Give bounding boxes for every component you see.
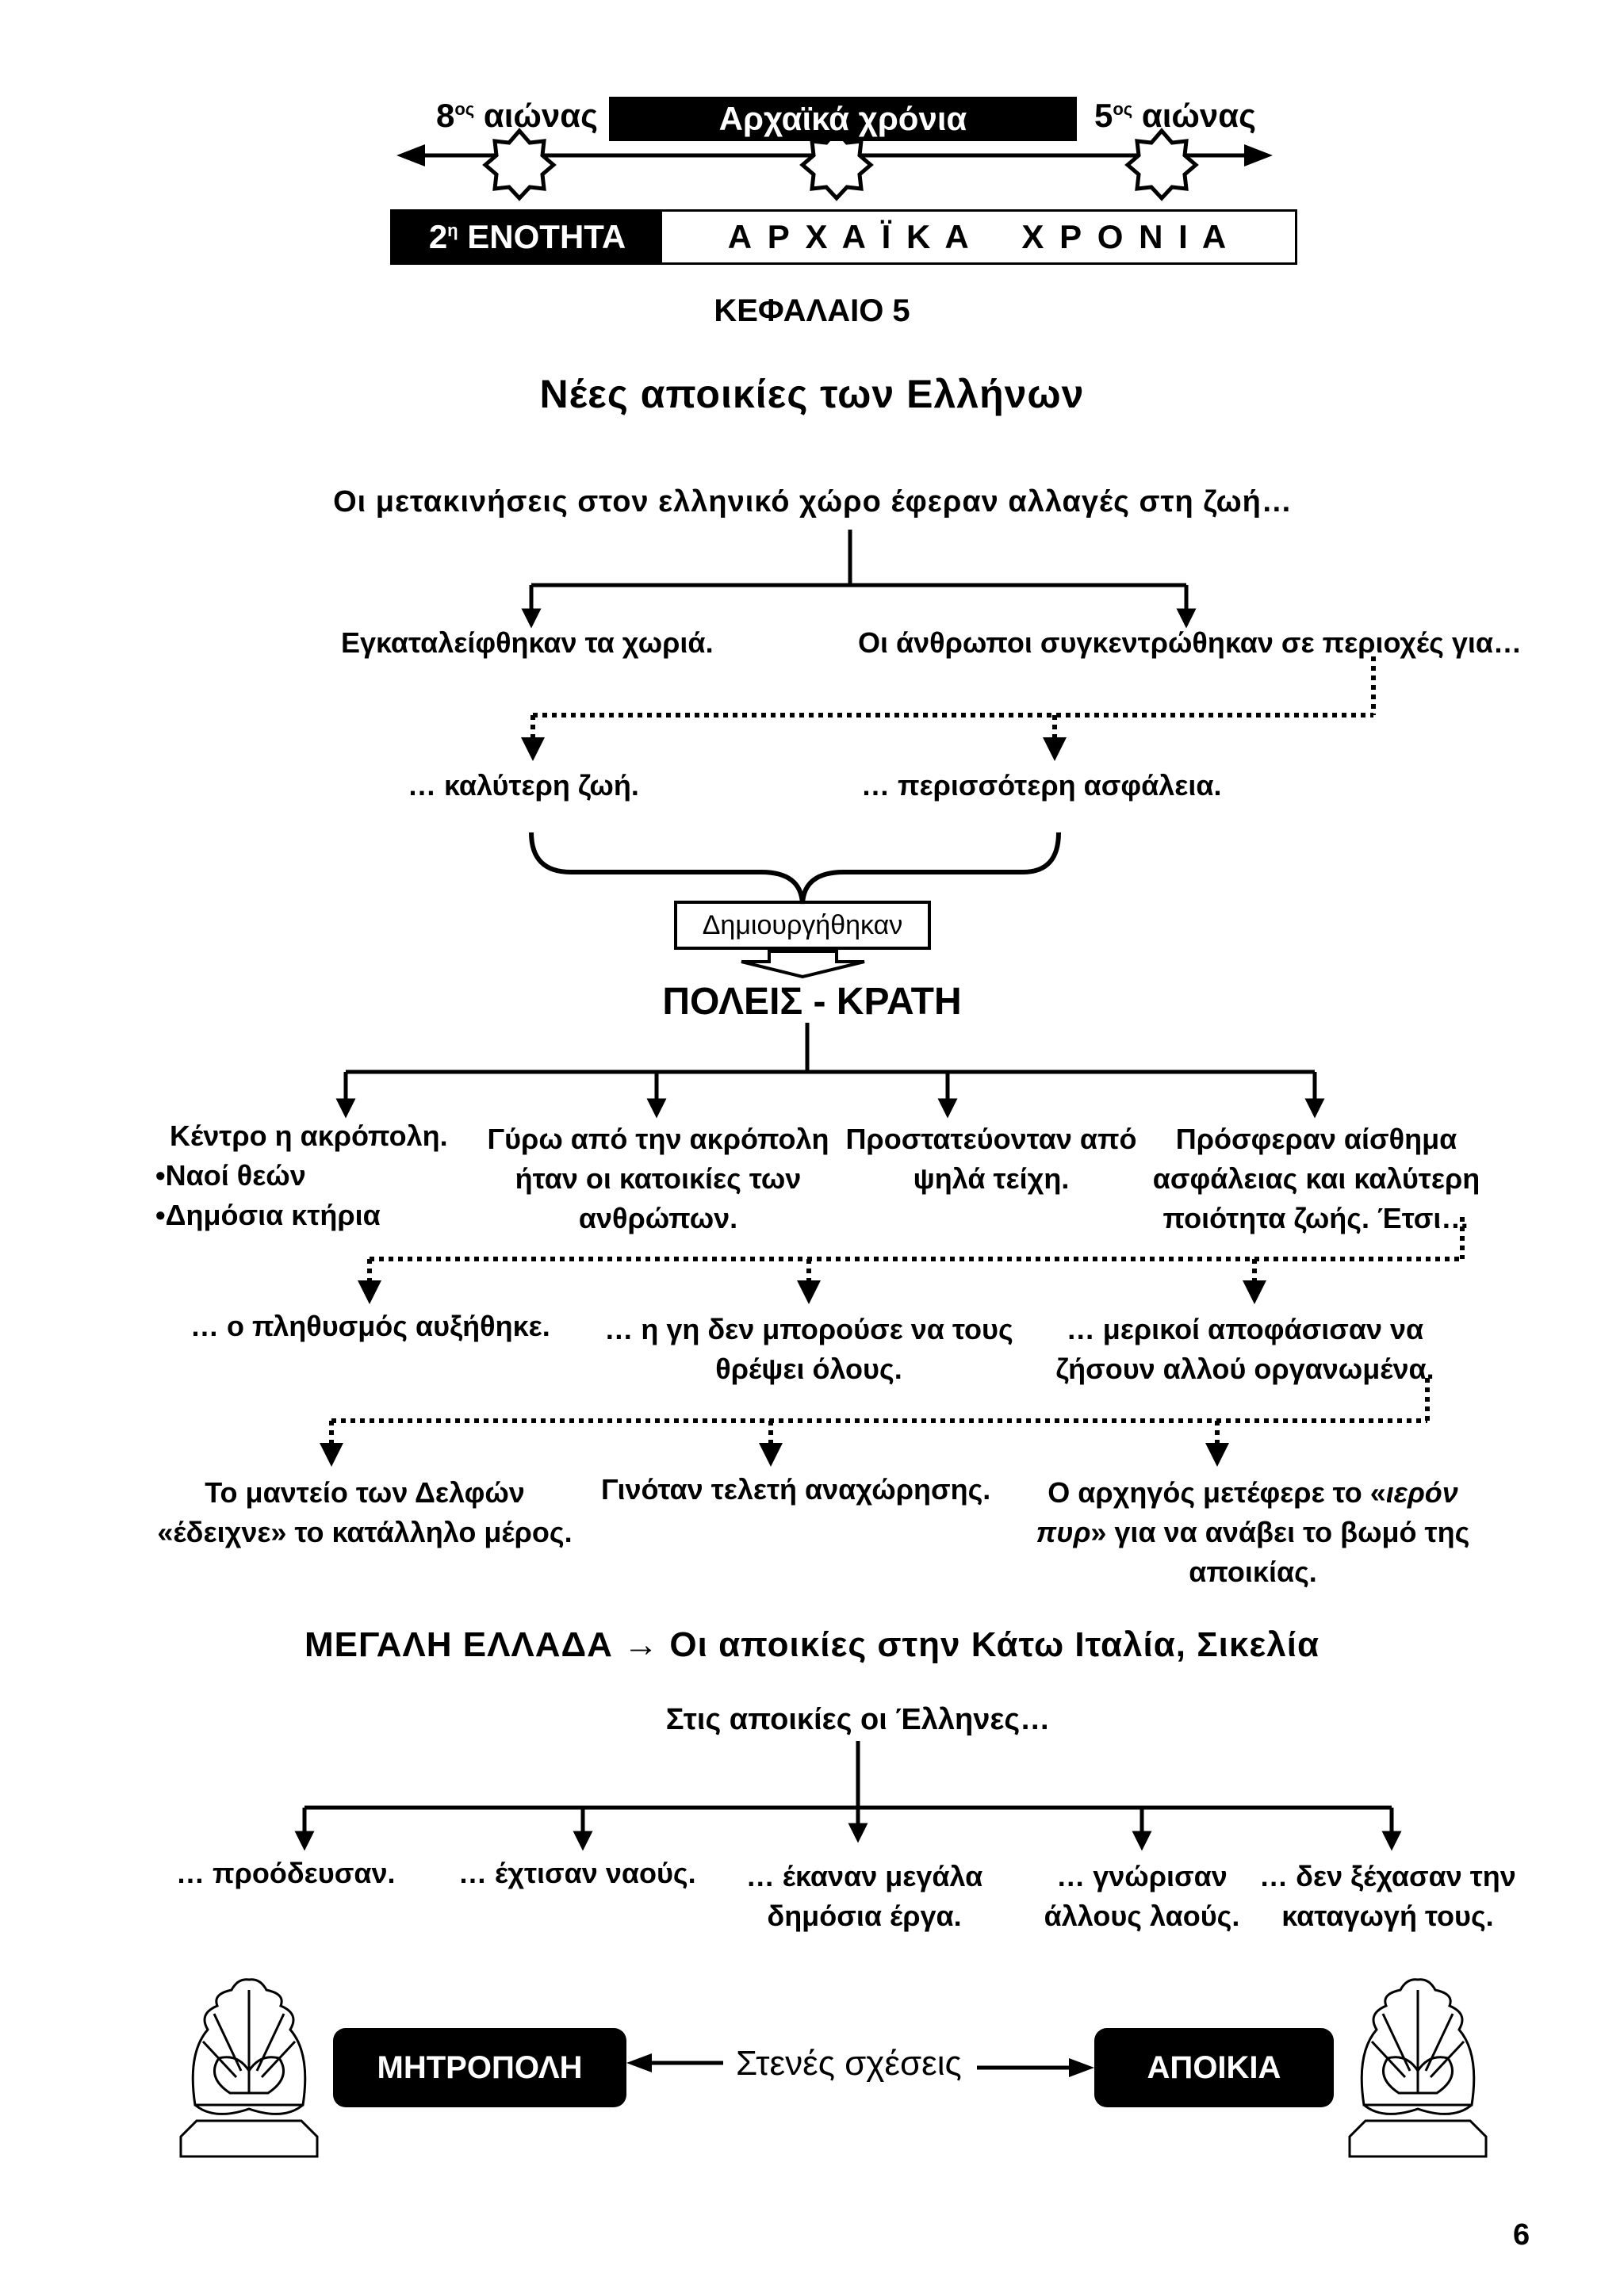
- step-3-text-b: » για να ανάβει το βωμό της: [1090, 1516, 1470, 1548]
- colonies-item-5-line-2: καταγωγή τους.: [1281, 1900, 1494, 1932]
- palmette-ornament-right: [1348, 1978, 1488, 2158]
- unit-num: 2: [428, 218, 448, 255]
- poleis-col1-bullet-2: •Δημόσια κτήρια: [155, 1199, 381, 1232]
- metropolis-box: ΜΗΤΡΟΠΟΛΗ: [333, 2028, 626, 2107]
- consequence-3: … μερικοί αποφάσισαν να ζήσουν αλλού οργ…: [1047, 1310, 1443, 1389]
- unit-label-box: 2η ΕΝΟΤΗΤΑ: [393, 212, 662, 262]
- step-3-text-a: Ο αρχηγός μετέφερε το «: [1048, 1476, 1386, 1509]
- poleis-connector: [335, 1023, 1325, 1119]
- bullet-dot: •: [155, 1159, 166, 1192]
- dotted-connector-3: [320, 1378, 1430, 1467]
- poleis-col1-bullet-1: •Ναοί θεών: [155, 1159, 306, 1192]
- colonies-item-4-line-2: άλλους λαούς.: [1044, 1900, 1240, 1932]
- step-1: Το μαντείο των Δελφών «έδειχνε» το κατάλ…: [151, 1473, 579, 1552]
- poleis-col2: Γύρω από την ακρόπολη ήταν οι κατοικίες …: [476, 1119, 841, 1238]
- intro-text: Οι μετακινήσεις στον ελληνικό χώρο έφερα…: [333, 485, 1293, 519]
- step-3-em-1: ιερόν: [1385, 1476, 1458, 1509]
- chapter-label: ΚΕΦΑΛΑΙΟ 5: [714, 293, 910, 328]
- timeline-star-left: [482, 128, 557, 201]
- timeline-left-label: 8ος αιώνας: [436, 97, 598, 135]
- poleis-col4: Πρόσφεραν αίσθημα ασφάλειας και καλύτερη…: [1134, 1119, 1499, 1238]
- colonies-item-2: … έχτισαν ναούς.: [458, 1857, 696, 1889]
- timeline-left-sup: ος: [454, 99, 475, 119]
- palmette-ornament-left: [179, 1978, 319, 2158]
- consequence-3-line-2: ζήσουν αλλού οργανωμένα.: [1055, 1353, 1434, 1385]
- page-title: Νέες αποικίες των Ελλήνων: [539, 372, 1085, 416]
- consequence-1: … ο πληθυσμός αυξήθηκε.: [190, 1310, 550, 1342]
- timeline-right-sup: ος: [1113, 99, 1133, 119]
- unit-title: Α Ρ Χ Α Ϊ Κ Α Χ Ρ Ο Ν Ι Α: [727, 218, 1230, 255]
- consequence-2: … η γη δεν μπορούσε να τους θρέψει όλους…: [595, 1310, 1023, 1389]
- metropolis-label: ΜΗΤΡΟΠΟΛΗ: [377, 2049, 583, 2085]
- colonies-item-1: … προόδευσαν.: [176, 1857, 396, 1889]
- megali-ellada-heading: ΜΕΓΑΛΗ ΕΛΛΑΔΑ → Οι αποικίες στην Κάτω Ιτ…: [304, 1625, 1320, 1664]
- step-1-line-1: Το μαντείο των Δελφών: [205, 1476, 525, 1509]
- step-2: Γινόταν τελετή αναχώρησης.: [601, 1473, 991, 1506]
- dotted-connector-1: [521, 656, 1376, 761]
- poleis-col2-line-3: ανθρώπων.: [578, 1202, 738, 1234]
- unit-word: ΕΝΟΤΗΤΑ: [467, 218, 626, 255]
- created-arrow: [741, 950, 865, 979]
- timeline-right-word: αιώνας: [1141, 97, 1256, 134]
- created-label: Δημιουργήθηκαν: [702, 910, 903, 940]
- step-1-line-2: «έδειχνε» το κατάλληλο μέρος.: [157, 1516, 573, 1548]
- timeline-left-word: αιώνας: [483, 97, 598, 134]
- poleis-col2-line-2: ήταν οι κατοικίες των: [515, 1162, 802, 1195]
- poleis-col4-line-1: Πρόσφεραν αίσθημα: [1175, 1123, 1457, 1155]
- page-number: 6: [1513, 2218, 1530, 2252]
- timeline-right-num: 5: [1094, 97, 1113, 134]
- branch1-left: Εγκαταλείφθηκαν τα χωριά.: [341, 626, 714, 659]
- timeline-star-right: [1124, 128, 1199, 201]
- poleis-col1-title: Κέντρο η ακρόπολη.: [170, 1119, 448, 1152]
- colonies-item-5: … δεν ξέχασαν την καταγωγή τους.: [1253, 1857, 1522, 1936]
- branch2-right: … περισσότερη ασφάλεια.: [861, 769, 1222, 802]
- timeline-star-center: [799, 128, 874, 201]
- poleis-col3: Προστατεύονταν από ψηλά τείχη.: [833, 1119, 1150, 1199]
- timeline-left-num: 8: [436, 97, 455, 134]
- consequence-2-line-1: … η γη δεν μπορούσε να τους: [604, 1313, 1013, 1345]
- intro-connector: [521, 530, 1197, 629]
- consequence-3-line-1: … μερικοί αποφάσισαν να: [1066, 1313, 1424, 1345]
- colonies-item-4-line-1: … γνώρισαν: [1056, 1860, 1228, 1892]
- unit-header: 2η ΕΝΟΤΗΤΑ Α Ρ Χ Α Ϊ Κ Α Χ Ρ Ο Ν Ι Α: [390, 209, 1297, 265]
- branch2-left: … καλύτερη ζωή.: [408, 769, 639, 802]
- branch1-right: Οι άνθρωποι συγκεντρώθηκαν σε περιοχές γ…: [858, 626, 1522, 659]
- colonies-item-4: … γνώρισαν άλλους λαούς.: [1015, 1857, 1269, 1936]
- bullet-text: Ναοί θεών: [165, 1159, 306, 1192]
- unit-sup: η: [447, 220, 458, 240]
- colonies-item-3-line-2: δημόσια έργα.: [767, 1900, 962, 1932]
- colonies-item-3-line-1: … έκαναν μεγάλα: [745, 1860, 983, 1892]
- bullet-text: Δημόσια κτήρια: [165, 1199, 381, 1231]
- relations-arrows: [626, 2053, 1094, 2077]
- dotted-connector-2: [358, 1217, 1465, 1304]
- colonies-connector: [294, 1741, 1402, 1851]
- colony-box: ΑΠΟΙΚΙΑ: [1094, 2028, 1334, 2107]
- step-3-line-2: πυρ» για να ανάβει το βωμό της: [1031, 1513, 1475, 1552]
- bullet-dot: •: [155, 1199, 166, 1231]
- poleis-col3-line-2: ψηλά τείχη.: [913, 1162, 1070, 1195]
- colonies-item-5-line-1: … δεν ξέχασαν την: [1259, 1860, 1516, 1892]
- colony-label: ΑΠΟΙΚΙΑ: [1147, 2049, 1281, 2085]
- poleis-col3-line-1: Προστατεύονταν από: [845, 1123, 1137, 1155]
- colonies-intro: Στις αποικίες οι Έλληνες…: [665, 1703, 1051, 1736]
- unit-title-box: Α Ρ Χ Α Ϊ Κ Α Χ Ρ Ο Ν Ι Α: [662, 212, 1295, 262]
- consequence-2-line-2: θρέψει όλους.: [715, 1353, 902, 1385]
- relations-label: Στενές σχέσεις: [736, 2044, 962, 2083]
- timeline-center-box: Αρχαϊκά χρόνια: [609, 97, 1077, 141]
- step-3: Ο αρχηγός μετέφερε το «ιερόν πυρ» για να…: [1031, 1473, 1475, 1592]
- poleis-heading: ΠΟΛΕΙΣ - ΚΡΑΤΗ: [662, 981, 962, 1023]
- colonies-item-3: … έκαναν μεγάλα δημόσια έργα.: [714, 1857, 1015, 1936]
- created-box: Δημιουργήθηκαν: [674, 901, 931, 950]
- step-3-line-1: Ο αρχηγός μετέφερε το «ιερόν: [1031, 1473, 1475, 1513]
- curly-brace: [529, 832, 1061, 905]
- step-3-em-2: πυρ: [1036, 1516, 1091, 1548]
- timeline-right-label: 5ος αιώνας: [1094, 97, 1256, 135]
- step-3-line-3: αποικίας.: [1189, 1556, 1317, 1588]
- poleis-col4-line-3: ποιότητα ζωής. Έτσι…: [1162, 1202, 1470, 1234]
- timeline-center-label: Αρχαϊκά χρόνια: [718, 100, 967, 137]
- unit-label: 2η ΕΝΟΤΗΤΑ: [429, 218, 626, 256]
- poleis-col2-line-1: Γύρω από την ακρόπολη: [487, 1123, 829, 1155]
- poleis-col4-line-2: ασφάλειας και καλύτερη: [1152, 1162, 1480, 1195]
